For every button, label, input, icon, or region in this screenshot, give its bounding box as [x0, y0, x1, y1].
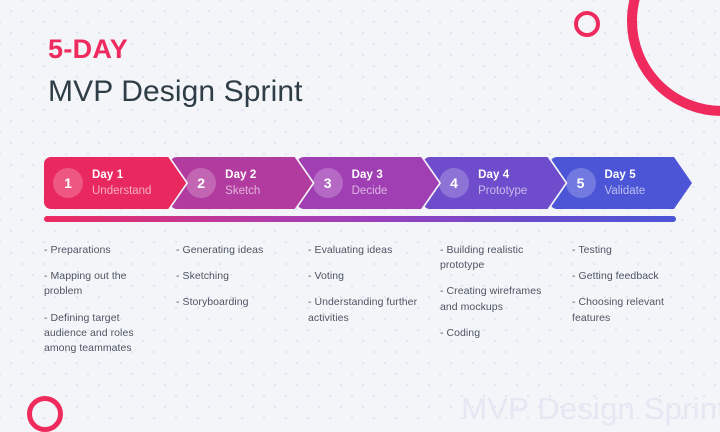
bullet-item: - Testing [572, 244, 612, 256]
step-day-title: Day 3 [351, 168, 383, 181]
detail-column-5: - Testing - Getting feedback - Choosing re… [572, 243, 704, 367]
sprint-step-1[interactable]: 1 Day 1 Understand [44, 157, 186, 209]
bullet-item: - Choosing relevant features [572, 296, 664, 324]
bullet-item: - Defining target audience and roles amo… [44, 311, 134, 355]
sprint-step-3[interactable]: 3 Day 3 Decide [297, 157, 439, 209]
detail-column-3: - Evaluating ideas - Voting - Understandin… [308, 243, 440, 367]
step-text: Day 4 Prototype [478, 168, 527, 199]
step-text: Day 3 Decide [352, 168, 388, 199]
bullet-item: - Generating ideas [176, 244, 264, 256]
bullet-item: - Storyboarding [176, 296, 249, 309]
page-title: MVP Design Sprint [48, 75, 303, 109]
step-text: Day 1 Understand [92, 168, 151, 199]
step-phase-label: Validate [604, 185, 646, 197]
sprint-step-list: 1 Day 1 Understand 2 Day 2 Sketch 3 Day 3 Decide… [44, 157, 676, 209]
sprint-detail-columns: - Preparations - Mapping out the problem -… [44, 243, 704, 367]
detail-column-4: - Building realistic prototype - Creating… [440, 243, 572, 367]
bullet-item: - Coding [440, 326, 481, 339]
step-day-title: Day 4 [478, 168, 510, 181]
detail-column-1: - Preparations - Mapping out the problem -… [44, 243, 176, 367]
sprint-step-2[interactable]: 2 Day 2 Sketch [170, 157, 312, 209]
step-number-badge: 3 [313, 168, 343, 198]
background-dot-pattern [0, 0, 720, 420]
step-phase-label: Decide [351, 185, 388, 197]
header: 5-DAY MVP Design Sprint [48, 34, 303, 110]
sprint-step-5[interactable]: 5 Day 5 Validate [550, 157, 692, 209]
detail-column-2: - Generating ideas - Sketching - Storyboar… [176, 243, 308, 367]
step-number-badge: 2 [186, 168, 216, 198]
bullet-item: - Creating wireframes and mockups [440, 285, 542, 313]
step-number-badge: 4 [439, 168, 469, 198]
step-day-title: Day 2 [225, 168, 257, 181]
bullet-item: - Getting feedback [572, 270, 659, 283]
bullet-item: - Sketching [176, 270, 230, 283]
watermark-text: MVP Design Sprint [461, 391, 720, 426]
bullet-item: - Preparations [44, 244, 111, 256]
step-text: Day 2 Sketch [225, 168, 260, 199]
step-phase-label: Sketch [225, 185, 261, 197]
step-text: Day 5 Validate [605, 168, 646, 199]
bullet-item: - Voting [308, 270, 345, 283]
step-phase-label: Understand [92, 185, 152, 197]
bullet-item: - Mapping out the problem [44, 270, 127, 298]
sprint-step-4[interactable]: 4 Day 4 Prototype [423, 157, 565, 209]
bullet-item: - Understanding further activities [308, 296, 418, 324]
bullet-item: - Building realistic prototype [440, 244, 524, 272]
bullet-item: - Evaluating ideas [308, 244, 393, 256]
step-day-title: Day 5 [604, 168, 636, 181]
step-number-badge: 1 [53, 168, 83, 198]
step-number-badge: 5 [566, 168, 596, 198]
step-day-title: Day 1 [92, 168, 124, 181]
title-eyebrow: 5-DAY [48, 34, 129, 64]
gradient-divider [44, 216, 676, 222]
step-phase-label: Prototype [478, 185, 528, 197]
